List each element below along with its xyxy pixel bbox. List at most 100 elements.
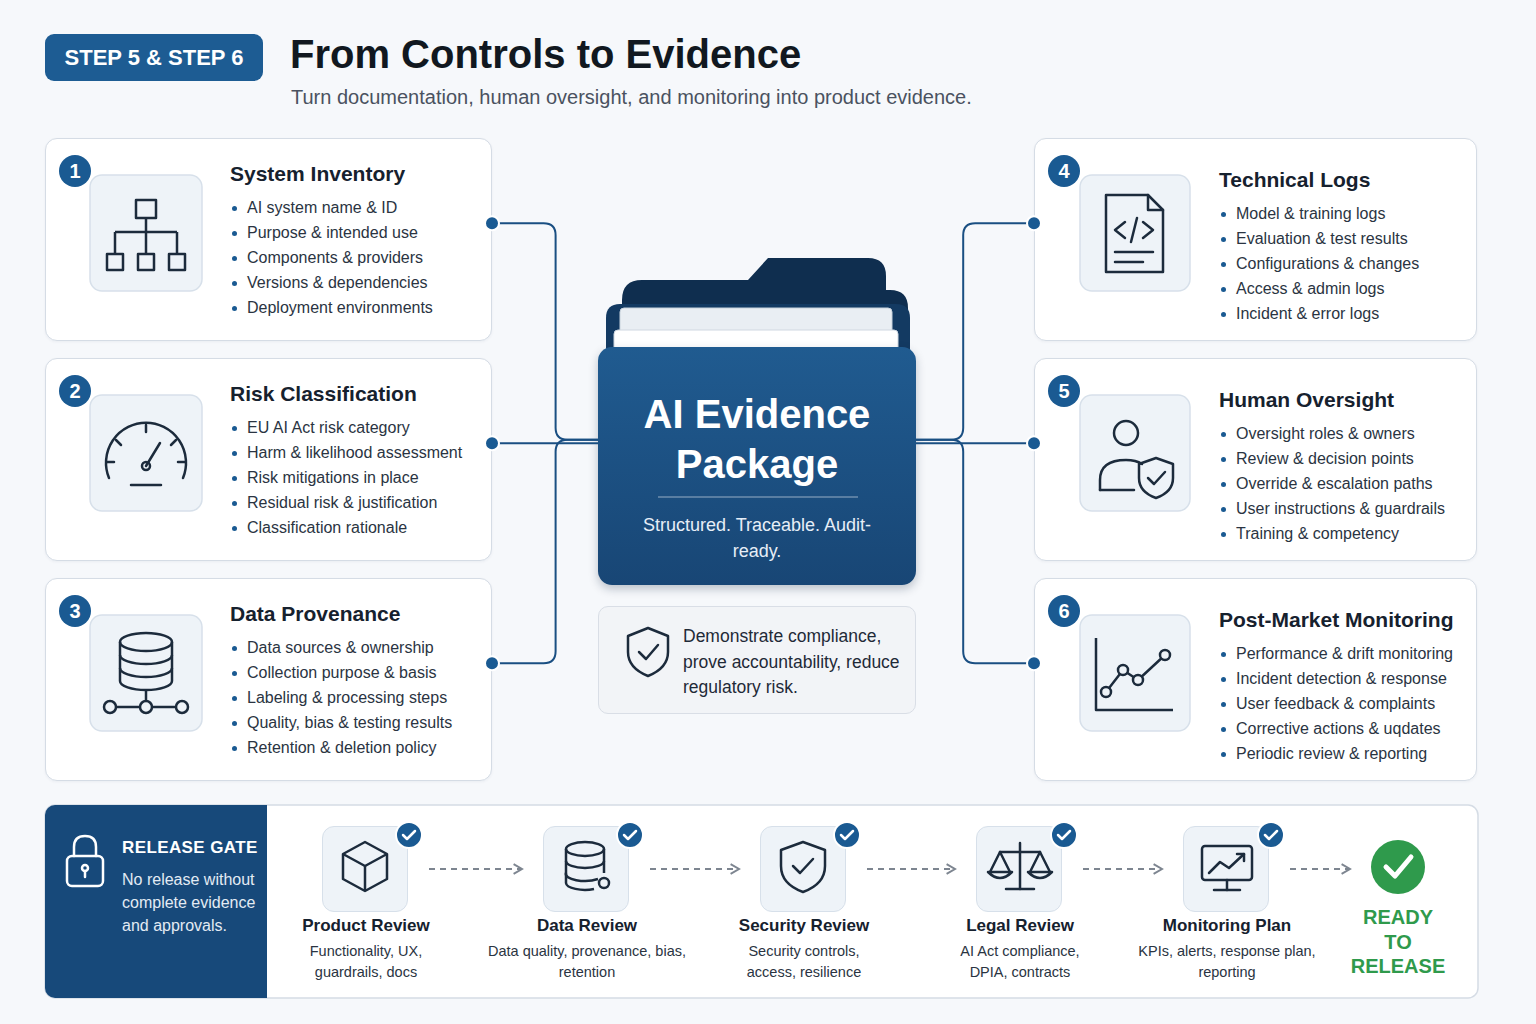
- bullet-dot: [1221, 727, 1226, 732]
- ready-label: READY TO RELEASE: [1348, 905, 1448, 979]
- bullet-dot: [232, 256, 237, 261]
- dashed-arrow: [867, 868, 955, 870]
- review-step: Legal ReviewAI Act compliance, DPIA, con…: [976, 826, 1062, 912]
- bullet-item: Override & escalation paths: [1236, 472, 1433, 496]
- connector-group: [429, 869, 522, 870]
- evidence-folder: AI Evidence PackageStructured. Traceable…: [598, 347, 916, 585]
- bullet-dot: [1221, 482, 1226, 487]
- callout-number: 3: [59, 595, 91, 627]
- bullet-dot: [1221, 212, 1226, 217]
- dashed-arrow: [1083, 868, 1162, 870]
- note-text: Demonstrate compliance, prove accountabi…: [683, 624, 911, 701]
- gate-text: No release without complete evidence and…: [122, 868, 272, 937]
- bullet-dot: [1221, 702, 1226, 707]
- bullet-item: Harm & likelihood assessment: [247, 441, 462, 465]
- review-step: Security ReviewSecurity controls, access…: [760, 826, 846, 912]
- bullet-dot: [232, 281, 237, 286]
- bullet-dot: [232, 646, 237, 651]
- bullet-item: Training & competency: [1236, 522, 1399, 546]
- bullet-dot: [1221, 752, 1226, 757]
- connector-line: [916, 442, 1034, 444]
- evidence-card: System InventoryAI system name & IDPurpo…: [45, 138, 492, 341]
- step-title: Product Review: [256, 916, 476, 936]
- dashed-arrow: [1290, 868, 1350, 870]
- connector-group: [1083, 869, 1162, 870]
- note-box: Demonstrate compliance, prove accountabi…: [598, 606, 916, 714]
- number-text: 4: [1058, 160, 1069, 183]
- connector-group: [916, 440, 1041, 670]
- step-detail: Functionality, UX, guardrails, docs: [291, 941, 441, 983]
- number-text: 5: [1058, 380, 1069, 403]
- bullet-item: User instructions & guardrails: [1236, 497, 1445, 521]
- bullet-item: Review & decision points: [1236, 447, 1414, 471]
- evidence-card: Post-Market MonitoringPerformance & drif…: [1034, 578, 1477, 781]
- card-heading: Risk Classification: [230, 381, 417, 407]
- bullet-item: User feedback & complaints: [1236, 692, 1435, 716]
- connector-group: [485, 436, 598, 450]
- dashed-arrow: [650, 868, 739, 870]
- icon-tile: [90, 175, 1190, 731]
- callout-number: 6: [1048, 595, 1080, 627]
- connector-line: [492, 223, 598, 440]
- card-heading: Data Provenance: [230, 601, 400, 627]
- bullet-dot: [1221, 677, 1226, 682]
- evidence-card: Risk ClassificationEU AI Act risk catego…: [45, 358, 492, 561]
- step-detail: Security controls, access, resilience: [729, 941, 879, 983]
- number-text: 1: [69, 160, 80, 183]
- release-gate-panel: RELEASE GATENo release without complete …: [45, 805, 267, 998]
- bullet-item: AI system name & ID: [247, 196, 397, 220]
- bullet-item: Purpose & intended use: [247, 221, 418, 245]
- review-step: Product ReviewFunctionality, UX, guardra…: [322, 826, 408, 912]
- number-text: 6: [1058, 600, 1069, 623]
- bullet-item: Residual risk & justification: [247, 491, 437, 515]
- bullet-item: Evaluation & test results: [1236, 227, 1408, 251]
- bullet-dot: [232, 231, 237, 236]
- connector-group: [916, 436, 1041, 450]
- bullet-dot: [1221, 507, 1226, 512]
- bullet-item: Classification rationale: [247, 516, 407, 540]
- gate-heading: RELEASE GATE: [122, 838, 258, 858]
- bullet-dot: [232, 696, 237, 701]
- connector-group: [916, 216, 1041, 440]
- bullet-item: Versions & dependencies: [247, 271, 428, 295]
- bullet-dot: [1221, 532, 1226, 537]
- callout-number: 1: [59, 155, 91, 187]
- bullet-dot: [232, 306, 237, 311]
- bullet-item: Corrective actions & uqdates: [1236, 717, 1441, 741]
- bullet-dot: [232, 476, 237, 481]
- connector-line: [916, 223, 1034, 440]
- step-detail: Data quality, provenance, bias, retentio…: [487, 941, 687, 983]
- bullet-item: Periodic review & reporting: [1236, 742, 1427, 766]
- folder-title: AI Evidence Package: [632, 389, 882, 489]
- connector-group: [867, 869, 955, 870]
- bullet-dot: [1221, 652, 1226, 657]
- bullet-dot: [232, 451, 237, 456]
- bullet-dot: [1221, 262, 1226, 267]
- badge-text: STEP 5 & STEP 6: [65, 45, 244, 71]
- page-title: From Controls to Evidence: [290, 30, 801, 78]
- connector-group: [485, 216, 598, 440]
- bullet-dot: [232, 426, 237, 431]
- connector-group: [485, 440, 598, 670]
- bullet-item: Incident & error logs: [1236, 302, 1379, 326]
- connector-group: [1290, 869, 1350, 870]
- callout-number: 2: [59, 375, 91, 407]
- callout-number: 5: [1048, 375, 1080, 407]
- bullet-item: Retention & deletion policy: [247, 736, 436, 760]
- bullet-dot: [232, 746, 237, 751]
- bullet-dot: [1221, 457, 1226, 462]
- connector-line: [492, 440, 598, 663]
- page-caption: Turn documentation, human oversight, and…: [291, 84, 972, 110]
- ready-circle: READY TO RELEASE: [1371, 840, 1425, 894]
- connector-line: [492, 442, 598, 444]
- bullet-item: Performance & drift monitoring: [1236, 642, 1453, 666]
- bullet-item: Collection purpose & basis: [247, 661, 436, 685]
- step-detail: AI Act compliance, DPIA, contracts: [945, 941, 1095, 983]
- bullet-dot: [232, 526, 237, 531]
- release-band: [45, 805, 1478, 998]
- folder-subtitle: Structured. Traceable. Audit-ready.: [642, 512, 872, 564]
- dashed-arrow: [429, 868, 522, 870]
- bullet-dot: [232, 721, 237, 726]
- connector-line: [916, 440, 1034, 663]
